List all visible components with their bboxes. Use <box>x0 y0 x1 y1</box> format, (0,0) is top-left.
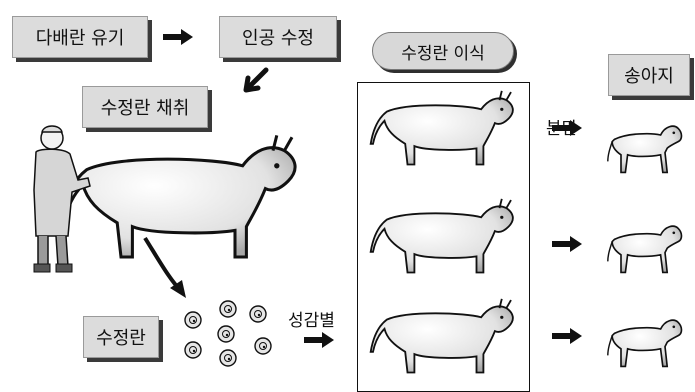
recipient-cow-1 <box>371 91 513 165</box>
arrow-superovulation-to-insemination <box>163 29 193 45</box>
arrow-calving-2 <box>552 236 582 252</box>
calf-3 <box>608 320 682 366</box>
arrow-embryo-to-transfer <box>304 332 334 348</box>
arrow-calving-3 <box>552 328 582 344</box>
recipient-cow-3 <box>371 299 513 373</box>
embryo-cluster <box>185 301 271 366</box>
donor-cow-illustration <box>60 135 295 257</box>
veterinarian-illustration <box>34 126 90 272</box>
calf-2 <box>608 226 682 272</box>
recipient-cow-2 <box>371 199 513 273</box>
calf-1 <box>608 126 682 172</box>
arrow-calving-1 <box>552 120 582 136</box>
arrow-insemination-to-collection <box>246 70 266 90</box>
